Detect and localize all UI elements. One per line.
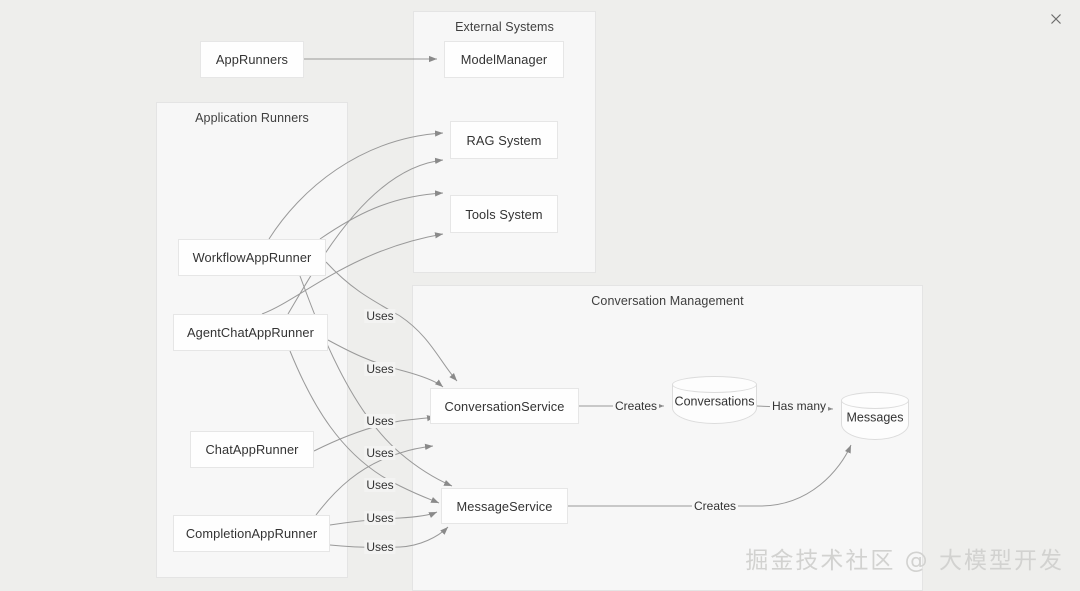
node-completionapprunner[interactable]: CompletionAppRunner: [173, 515, 330, 552]
node-agentchatapprunner[interactable]: AgentChatAppRunner: [173, 314, 328, 351]
node-label: RAG System: [466, 132, 542, 148]
node-conversationservice[interactable]: ConversationService: [430, 388, 579, 424]
edge-label-uses: Uses: [364, 309, 396, 323]
node-label: ConversationService: [444, 398, 565, 414]
cylinder-top-icon: [672, 376, 757, 393]
node-chatapprunner[interactable]: ChatAppRunner: [190, 431, 314, 468]
node-workflowapprunner[interactable]: WorkflowAppRunner: [178, 239, 326, 276]
node-label: AgentChatAppRunner: [186, 325, 314, 340]
database-label: Messages: [846, 410, 904, 425]
close-icon[interactable]: [1046, 9, 1066, 29]
edge-label-uses: Uses: [364, 414, 396, 428]
node-label: ModelManager: [460, 52, 548, 67]
node-label: ChatAppRunner: [205, 442, 299, 457]
node-apprunners[interactable]: AppRunners: [200, 41, 304, 78]
node-messageservice[interactable]: MessageService: [441, 488, 568, 524]
database-label: Conversations: [674, 394, 755, 409]
node-label: CompletionAppRunner: [185, 526, 318, 541]
node-label: Tools System: [465, 206, 543, 222]
edge-label-creates: Creates: [691, 499, 739, 513]
edge-label-uses: Uses: [364, 511, 396, 525]
edge-label-uses: Uses: [364, 362, 396, 376]
edge-label-uses: Uses: [364, 540, 396, 554]
subgraph-title-conversation-management: Conversation Management: [591, 294, 744, 308]
watermark: 掘金技术社区 @ 大模型开发: [745, 548, 1064, 574]
close-glyph: [1051, 14, 1061, 24]
cylinder-top-icon: [841, 392, 909, 409]
node-rag-system[interactable]: RAG System: [450, 121, 558, 159]
edge-label-has-many: Has many: [769, 399, 829, 413]
node-modelmanager[interactable]: ModelManager: [444, 41, 564, 78]
node-tools-system[interactable]: Tools System: [450, 195, 558, 233]
edge-label-uses: Uses: [364, 478, 396, 492]
node-label: WorkflowAppRunner: [192, 250, 312, 265]
database-conversations[interactable]: Conversations: [672, 376, 757, 424]
edge-label-uses: Uses: [364, 446, 396, 460]
database-messages[interactable]: Messages: [841, 392, 909, 440]
node-label: MessageService: [456, 498, 553, 514]
edge-label-creates: Creates: [612, 399, 660, 413]
subgraph-title-application-runners: Application Runners: [195, 111, 309, 125]
node-label: AppRunners: [215, 52, 289, 67]
subgraph-conversation-management: Conversation Management: [412, 285, 923, 591]
subgraph-title-external-systems: External Systems: [455, 20, 554, 34]
